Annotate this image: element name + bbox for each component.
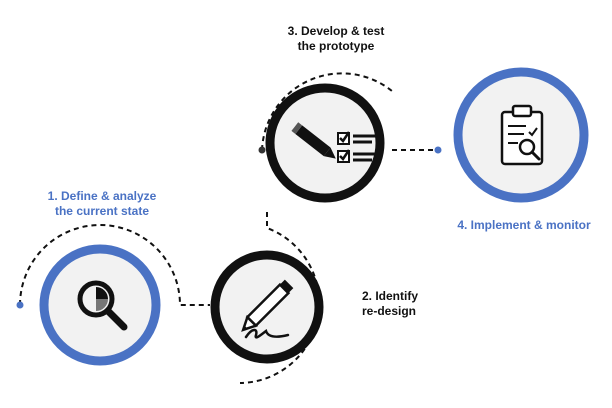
step-3-ring [265,83,385,203]
step-1-label: 1. Define & analyze the current state [18,189,186,219]
clipboard-magnifier-icon [500,104,544,166]
magnifier-pie-chart-icon [77,280,128,331]
step-1-label-line-2: the current state [54,204,150,218]
step-4-label-line-1: 4. Implement & monitor [457,218,591,232]
connector-dot-step4 [434,146,442,154]
step-2-label-line-2: re-design [362,304,417,318]
connector-dot-step3 [258,146,266,154]
step-3-label: 3. Develop & test the prototype [262,24,410,54]
step-1-node [39,244,161,366]
connector-step1-to-step2 [19,224,210,306]
step-2-node [210,250,324,364]
step-3-node [265,83,385,203]
connectors [19,72,438,384]
step-2-label-line-1: 2. Identify [362,289,419,303]
pencil-checklist-icon [291,122,376,163]
connector-dot-start [16,301,24,309]
step-3-label-line-2: the prototype [297,39,375,53]
step-1-label-line-1: 1. Define & analyze [47,189,157,203]
step-3-label-line-1: 3. Develop & test [287,24,385,38]
step-4-label: 4. Implement & monitor [446,218,602,233]
step-2-label: 2. Identify re-design [362,289,418,319]
pencil-signature-icon [241,279,294,339]
step-4-node [453,67,589,203]
